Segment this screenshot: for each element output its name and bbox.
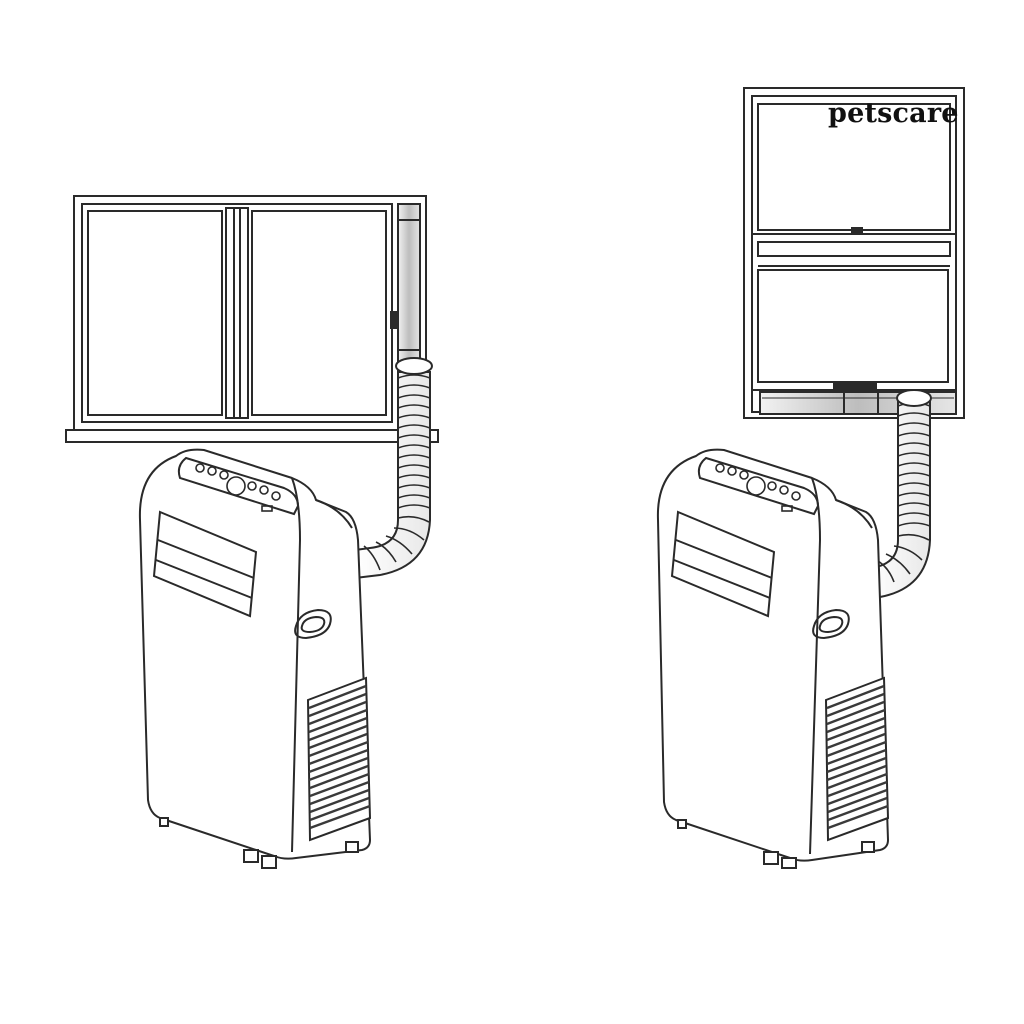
exhaust-hose	[354, 357, 433, 580]
hung-window-installation	[656, 87, 965, 869]
hung-window	[743, 87, 965, 419]
sliding-window-installation	[65, 195, 439, 869]
portable-air-conditioner	[656, 448, 890, 869]
brand-watermark: petscare	[828, 98, 959, 129]
portable-air-conditioner	[138, 448, 372, 869]
sliding-window	[65, 195, 439, 443]
exhaust-hose	[868, 389, 932, 600]
